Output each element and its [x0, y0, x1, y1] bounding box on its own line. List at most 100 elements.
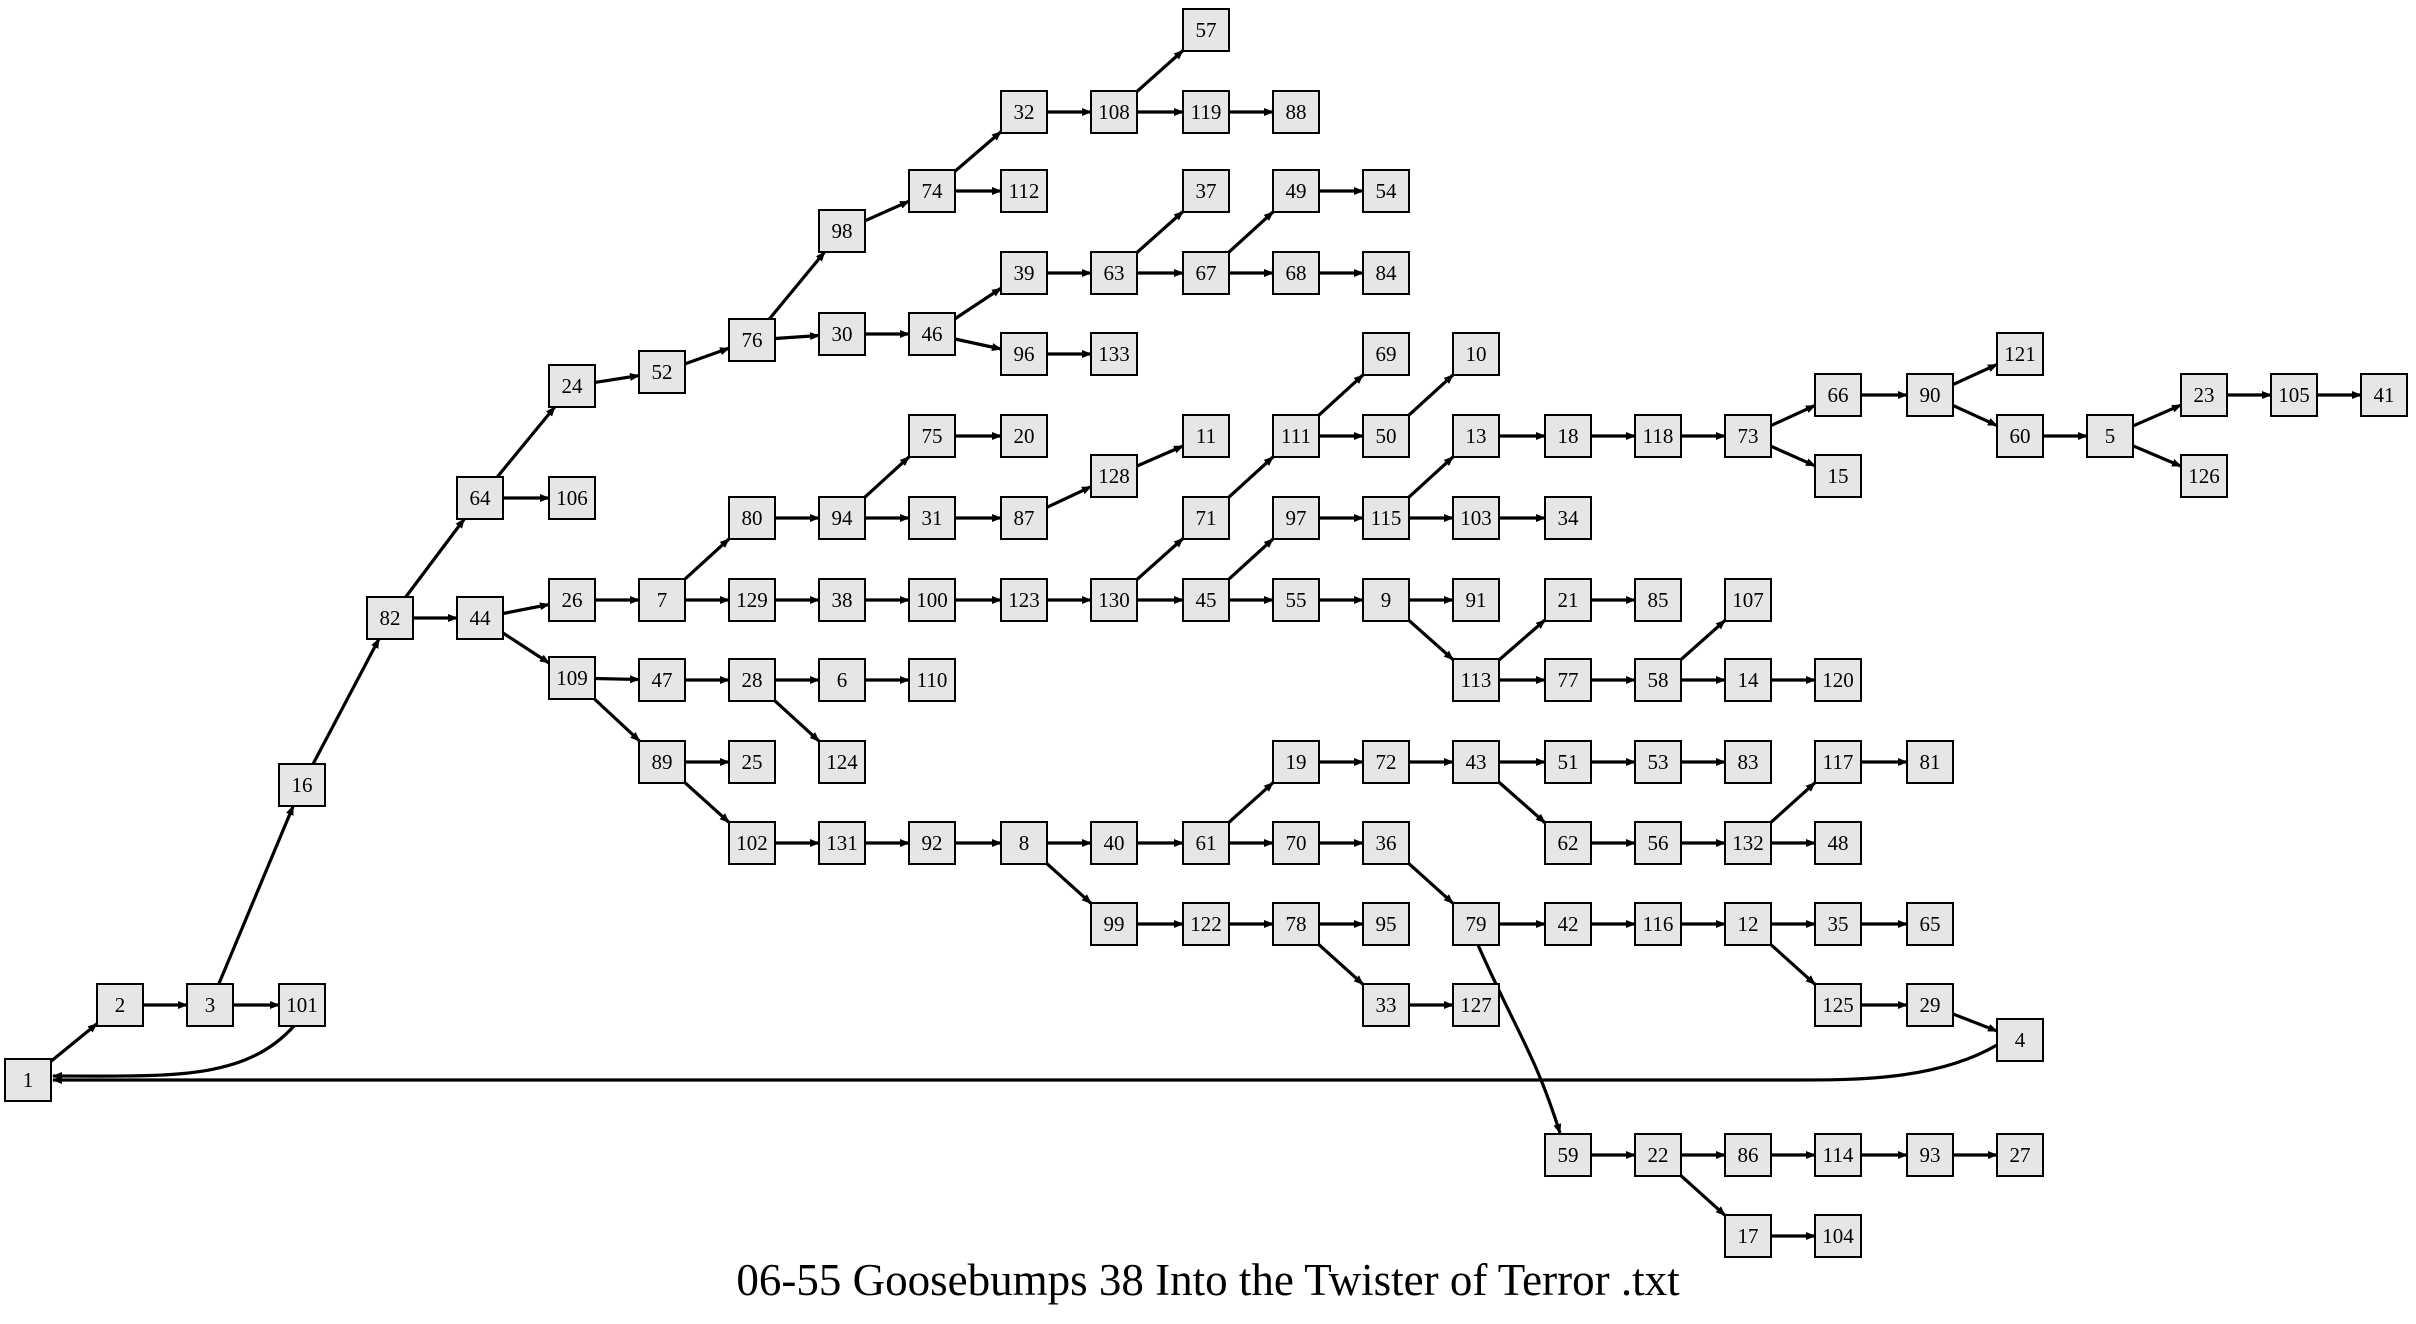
node-124: 124: [818, 740, 866, 784]
node-box: [818, 312, 866, 356]
node-label: 22: [1648, 1143, 1669, 1167]
node-57: 57: [1182, 8, 1230, 52]
edge-16-82: [311, 638, 381, 765]
node-label: 131: [826, 831, 858, 855]
node-21: 21: [1544, 578, 1592, 622]
node-131: 131: [818, 821, 866, 865]
node-47: 47: [638, 658, 686, 702]
edge-90-60: [1952, 404, 1998, 427]
node-62: 62: [1544, 821, 1592, 865]
node-label: 6: [837, 668, 848, 692]
node-box: [1182, 496, 1230, 540]
edge-58-107: [1679, 619, 1727, 661]
node-label: 50: [1376, 424, 1397, 448]
node-label: 32: [1014, 100, 1035, 124]
node-label: 91: [1466, 588, 1487, 612]
node-label: 18: [1558, 424, 1579, 448]
node-label: 84: [1376, 261, 1398, 285]
node-label: 17: [1738, 1224, 1759, 1248]
node-83: 83: [1724, 740, 1772, 784]
node-box: [1000, 169, 1048, 213]
node-label: 53: [1648, 750, 1669, 774]
node-label: 105: [2278, 383, 2310, 407]
node-box: [1362, 740, 1410, 784]
node-box: [456, 476, 504, 520]
edge-87-128: [1046, 485, 1092, 509]
node-44: 44: [456, 596, 504, 640]
node-box: [1362, 251, 1410, 295]
node-box: [908, 169, 956, 213]
node-label: 95: [1376, 912, 1397, 936]
node-box: [1452, 578, 1500, 622]
node-46: 46: [908, 312, 956, 356]
node-box: [1634, 578, 1682, 622]
node-66: 66: [1814, 373, 1862, 417]
edge-76-98: [768, 250, 826, 321]
node-36: 36: [1362, 821, 1410, 865]
edge-22-17: [1679, 1174, 1727, 1217]
node-box: [1544, 821, 1592, 865]
node-91: 91: [1452, 578, 1500, 622]
node-label: 25: [742, 750, 763, 774]
node-60: 60: [1996, 414, 2044, 458]
node-box: [1634, 414, 1682, 458]
node-53: 53: [1634, 740, 1682, 784]
node-box: [728, 318, 776, 362]
node-label: 125: [1822, 993, 1854, 1017]
edge-7-80: [683, 537, 731, 581]
node-114: 114: [1814, 1133, 1862, 1177]
node-box: [1272, 251, 1320, 295]
edge-9-113: [1407, 619, 1455, 661]
edge-5-126: [2132, 444, 2182, 468]
node-box: [1362, 332, 1410, 376]
node-92: 92: [908, 821, 956, 865]
node-box: [638, 578, 686, 622]
edge-44-26: [502, 602, 550, 616]
node-7: 7: [638, 578, 686, 622]
node-109: 109: [548, 656, 596, 700]
node-label: 89: [652, 750, 673, 774]
edge-101-1: [52, 1024, 296, 1081]
node-118: 118: [1634, 414, 1682, 458]
node-23: 23: [2180, 373, 2228, 417]
node-label: 66: [1828, 383, 1849, 407]
node-label: 111: [1281, 424, 1311, 448]
node-label: 116: [1643, 912, 1674, 936]
node-label: 82: [380, 606, 401, 630]
node-label: 118: [1643, 424, 1674, 448]
node-4: 4: [1996, 1018, 2044, 1062]
node-box: [1724, 578, 1772, 622]
node-box: [1000, 578, 1048, 622]
node-box: [1272, 902, 1320, 946]
node-39: 39: [1000, 251, 1048, 295]
node-20: 20: [1000, 414, 1048, 458]
node-label: 8: [1019, 831, 1030, 855]
node-label: 115: [1371, 506, 1402, 530]
node-68: 68: [1272, 251, 1320, 295]
node-125: 125: [1814, 983, 1862, 1027]
node-label: 107: [1732, 588, 1764, 612]
node-box: [908, 496, 956, 540]
node-box: [1000, 332, 1048, 376]
node-box: [1906, 1133, 1954, 1177]
node-label: 109: [556, 666, 588, 690]
node-122: 122: [1182, 902, 1230, 946]
node-label: 70: [1286, 831, 1307, 855]
node-104: 104: [1814, 1214, 1862, 1258]
node-89: 89: [638, 740, 686, 784]
node-label: 39: [1014, 261, 1035, 285]
node-label: 43: [1466, 750, 1487, 774]
node-128: 128: [1090, 454, 1138, 498]
node-29: 29: [1906, 983, 1954, 1027]
node-label: 29: [1920, 993, 1941, 1017]
node-label: 102: [736, 831, 768, 855]
node-label: 37: [1196, 179, 1217, 203]
node-label: 51: [1558, 750, 1579, 774]
node-label: 21: [1558, 588, 1579, 612]
node-box: [1544, 902, 1592, 946]
edge-8-99: [1045, 862, 1093, 905]
node-label: 27: [2010, 1143, 2031, 1167]
edge-74-32: [953, 130, 1003, 173]
node-box: [1814, 902, 1862, 946]
node-box: [1814, 1214, 1862, 1258]
